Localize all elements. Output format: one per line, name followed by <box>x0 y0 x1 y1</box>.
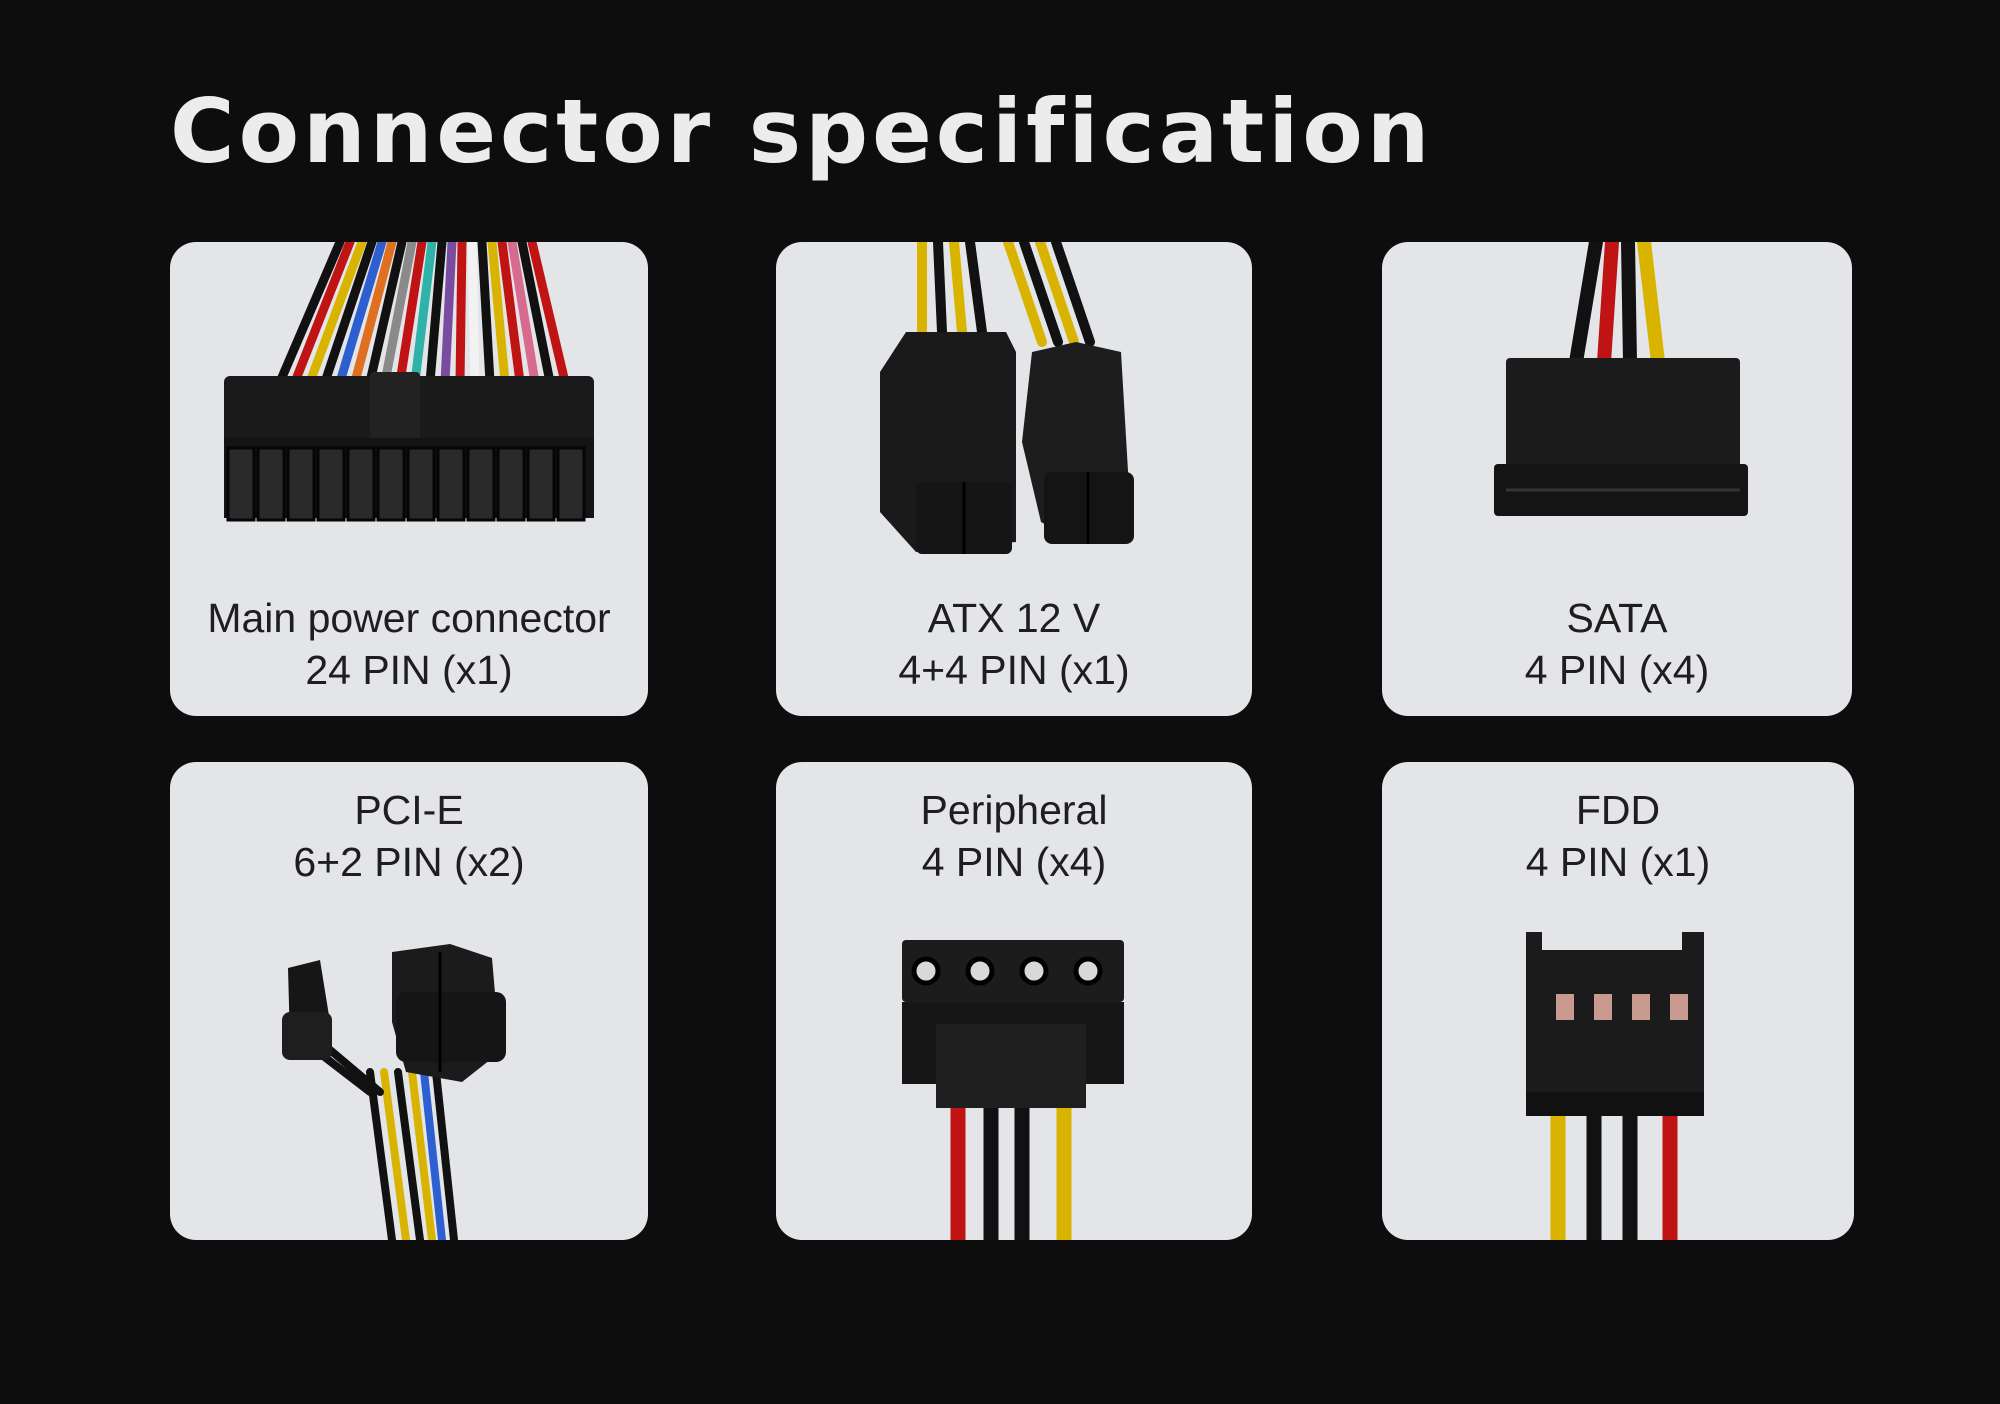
connector-pins: 6+2 PIN (x2) <box>293 839 525 885</box>
connector-card-sata: SATA 4 PIN (x4) <box>1382 242 1852 716</box>
connector-name: Peripheral <box>920 787 1108 833</box>
connector-label: FDD 4 PIN (x1) <box>1382 784 1854 888</box>
connector-card-peripheral: Peripheral 4 PIN (x4) <box>776 762 1252 1240</box>
connector-card-atx-12v: ATX 12 V 4+4 PIN (x1) <box>776 242 1252 716</box>
connector-label: Peripheral 4 PIN (x4) <box>776 784 1252 888</box>
connector-pins: 4+4 PIN (x1) <box>898 647 1130 693</box>
connector-card-fdd: FDD 4 PIN (x1) <box>1382 762 1854 1240</box>
atx-24pin-connector-icon <box>224 242 594 522</box>
connector-pins: 4 PIN (x4) <box>1524 647 1710 693</box>
connector-name: PCI-E <box>354 787 464 833</box>
connector-pins: 4 PIN (x1) <box>1525 839 1711 885</box>
page-title: Connector specification <box>170 80 1434 183</box>
connector-name: SATA <box>1566 595 1668 641</box>
connector-label: SATA 4 PIN (x4) <box>1382 592 1852 696</box>
sata-connector-icon <box>1494 242 1748 516</box>
connector-label: ATX 12 V 4+4 PIN (x1) <box>776 592 1252 696</box>
connector-card-main-power: Main power connector 24 PIN (x1) <box>170 242 648 716</box>
connector-name: FDD <box>1575 787 1661 833</box>
connector-label: Main power connector 24 PIN (x1) <box>170 592 648 696</box>
connector-pins: 24 PIN (x1) <box>305 647 513 693</box>
connector-name: Main power connector <box>207 595 611 641</box>
connector-card-pcie: PCI-E 6+2 PIN (x2) <box>170 762 648 1240</box>
fdd-connector-icon <box>1526 932 1704 1240</box>
connector-label: PCI-E 6+2 PIN (x2) <box>170 784 648 888</box>
connector-name: ATX 12 V <box>927 595 1101 641</box>
atx-12v-4plus4-connector-icon <box>880 242 1134 554</box>
connector-pins: 4 PIN (x4) <box>921 839 1107 885</box>
molex-peripheral-connector-icon <box>902 940 1124 1240</box>
pcie-6plus2-connector-icon <box>282 944 506 1240</box>
